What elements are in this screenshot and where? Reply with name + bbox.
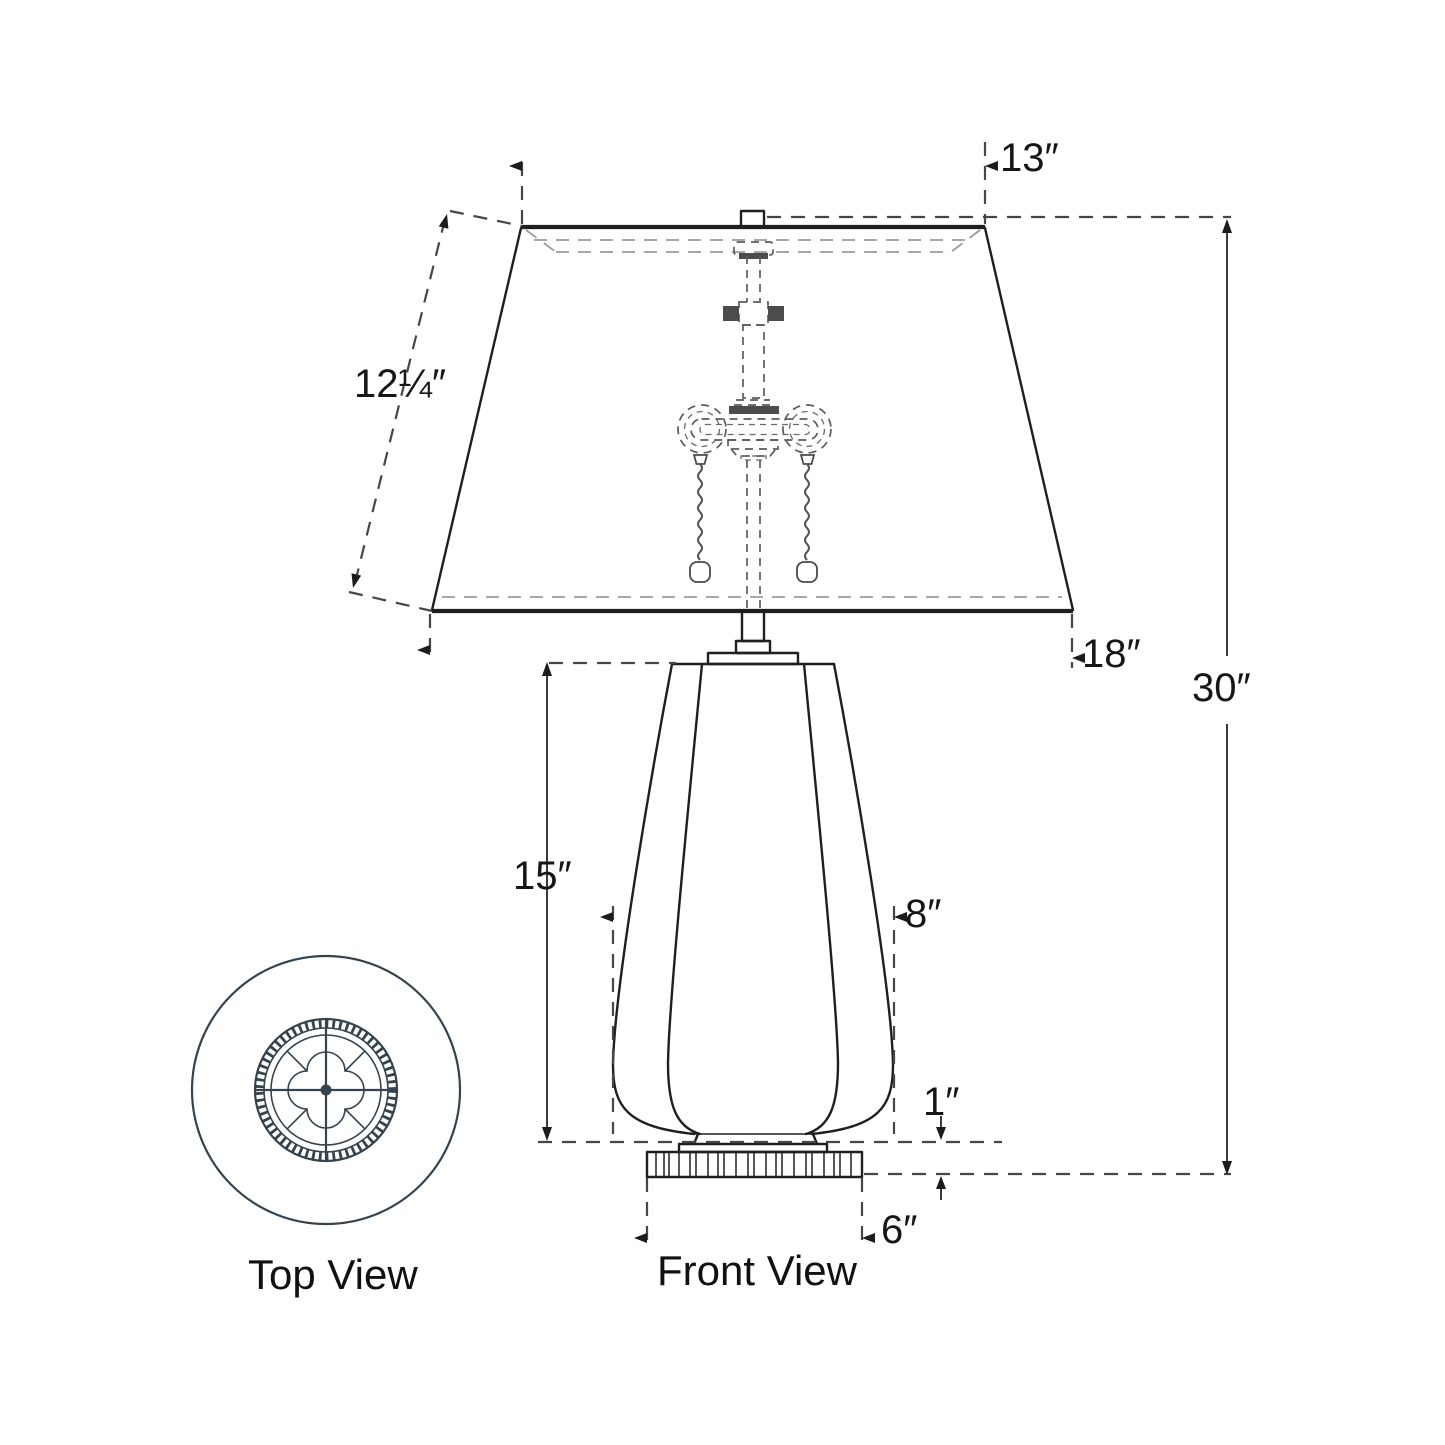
dim-overall-height (767, 215, 1232, 1176)
swivel-joint (723, 301, 784, 326)
top-view-center-dot (320, 1084, 332, 1096)
top-view (190, 954, 462, 1226)
base-flutes (655, 1152, 852, 1177)
finial (739, 209, 766, 229)
dim-label-base-height: 1″ (923, 1080, 960, 1124)
dim-base-height (936, 1116, 946, 1200)
lamp-neck (706, 609, 800, 666)
dim-shade-top-width (509, 142, 998, 224)
pull-chain-ball-right (796, 561, 818, 583)
top-view-shade-circle (190, 954, 462, 1226)
dimension-annotations (348, 142, 1232, 1248)
dim-label-shade-bottom-width: 18″ (1082, 632, 1141, 676)
dim-label-shade-top-width: 13″ (1000, 136, 1059, 180)
lamp-base (645, 1132, 864, 1179)
front-view-caption: Front View (657, 1247, 857, 1294)
washer-knurl (739, 253, 768, 259)
cluster-hub-knurl (729, 406, 779, 414)
dim-base-width (634, 1178, 875, 1248)
dim-label-overall-height: 30″ (1192, 666, 1251, 710)
socket-cluster (677, 404, 832, 461)
lamp-shade (430, 224, 1075, 614)
dim-label-shade-slant-height: 12¼″ (354, 362, 447, 406)
lamp-body (611, 662, 895, 1136)
pull-chains (689, 454, 818, 583)
front-view (430, 209, 1075, 1179)
shade-inner-rim-hidden-lines (442, 229, 1062, 598)
dim-body-height (538, 661, 1002, 1144)
dim-label-body-width: 8″ (905, 892, 942, 936)
pull-chain-ball-left (689, 561, 711, 583)
dim-body-width (600, 906, 907, 1134)
dim-shade-slant-height (348, 209, 523, 613)
dim-label-base-width: 6″ (881, 1208, 918, 1252)
shade-washer (733, 241, 774, 256)
top-view-caption: Top View (248, 1251, 418, 1298)
dim-shade-bottom-width (417, 614, 1085, 668)
top-view-diagonal-spokes (286, 1050, 366, 1130)
lamp-hardware-hidden (677, 241, 832, 609)
dim-label-body-height: 15″ (513, 854, 572, 898)
